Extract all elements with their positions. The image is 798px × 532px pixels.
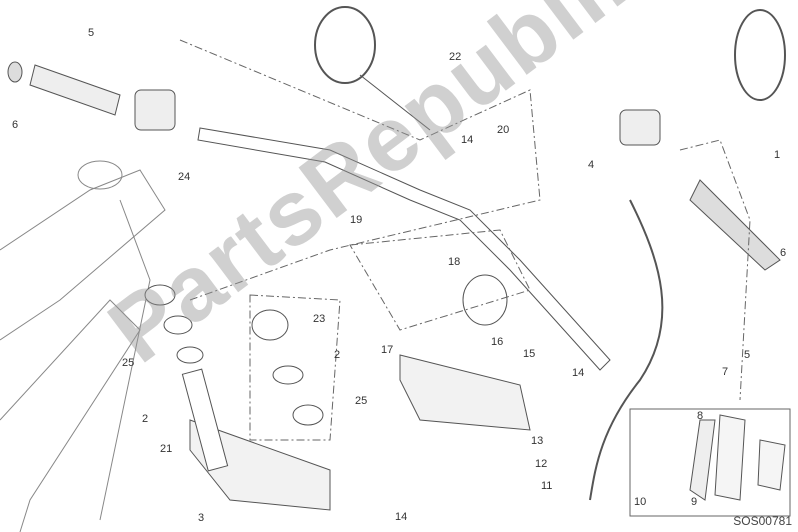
callout-label: 8 — [697, 410, 704, 422]
instrument-bracket — [462, 274, 508, 326]
handlebar — [197, 127, 611, 371]
callout-label: 22 — [449, 51, 462, 63]
callout-label: 14 — [572, 367, 585, 379]
left-mirror — [314, 6, 376, 84]
callout-label: 10 — [634, 496, 647, 508]
callout-label: 2 — [142, 413, 149, 425]
left-grip — [29, 64, 121, 116]
callout-label: 7 — [722, 366, 729, 378]
callout-label: 6 — [12, 119, 19, 131]
callout-label: 13 — [531, 435, 544, 447]
callout-label: 20 — [497, 124, 510, 136]
callout-label: 19 — [350, 214, 363, 226]
callout-label: 9 — [691, 496, 698, 508]
callout-label: 3 — [198, 512, 205, 524]
callout-label: 25 — [122, 357, 135, 369]
callout-label: 17 — [381, 344, 394, 356]
callout-label: 14 — [461, 134, 474, 146]
callout-label: 21 — [160, 443, 173, 455]
right-mirror — [734, 9, 786, 101]
upper-yoke — [399, 354, 531, 431]
callout-label: 5 — [744, 349, 751, 361]
group-outlines — [179, 39, 751, 441]
callout-label: 4 — [588, 159, 595, 171]
callout-label: 16 — [491, 336, 504, 348]
callout-label: 23 — [313, 313, 326, 325]
callout-label: 12 — [535, 458, 548, 470]
callout-label: 18 — [448, 256, 461, 268]
throttle-cable — [589, 199, 664, 501]
callout-label: 15 — [523, 348, 536, 360]
callout-label: 2 — [334, 349, 341, 361]
callout-label: 14 — [395, 511, 408, 523]
bearings — [144, 284, 324, 426]
frame-drawing — [0, 160, 166, 532]
callout-label: 6 — [780, 247, 787, 259]
callout-label: 25 — [355, 395, 368, 407]
left-switch — [134, 89, 176, 131]
callout-label: 1 — [774, 149, 781, 161]
throttle-grip — [689, 179, 781, 271]
lower-yoke — [189, 419, 331, 511]
drawing-code: SOS00781 — [733, 514, 792, 528]
detail-inset — [629, 408, 791, 517]
callout-label: 11 — [541, 480, 553, 492]
callout-label: 24 — [178, 171, 191, 183]
callout-label: 5 — [88, 27, 95, 39]
